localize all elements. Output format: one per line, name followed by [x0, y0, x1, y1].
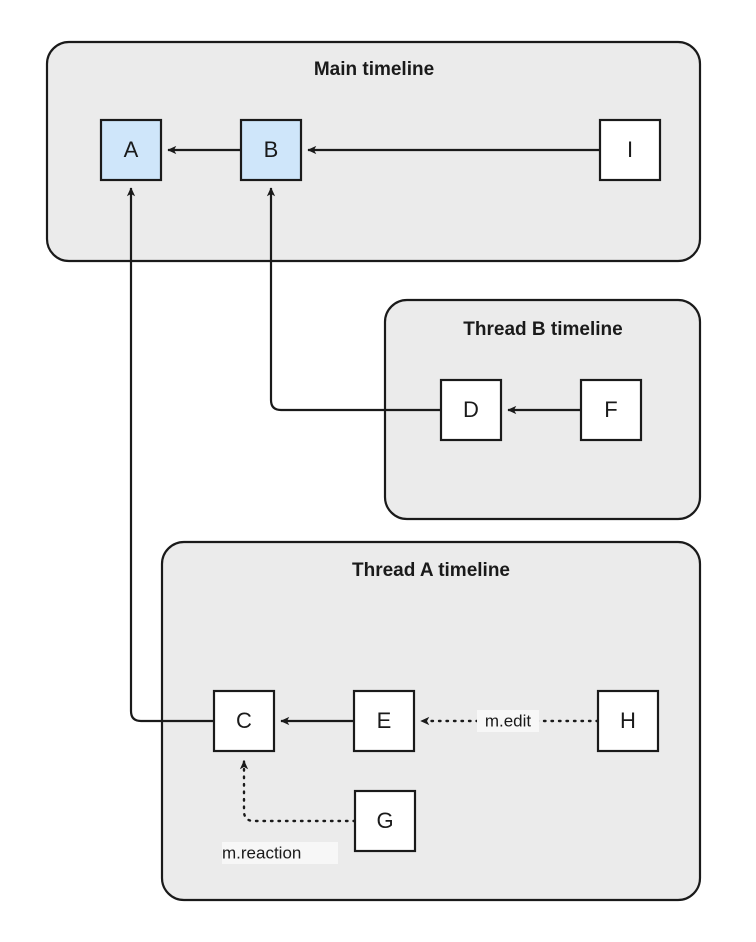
edge-label-text: m.edit — [485, 711, 532, 730]
event-node-h[interactable]: H — [596, 689, 660, 753]
event-node-b[interactable]: B — [239, 118, 303, 182]
event-node-label: F — [604, 397, 617, 422]
event-node-label: C — [236, 708, 252, 733]
event-node-label: G — [376, 808, 393, 833]
edge-label-background — [477, 710, 539, 732]
event-node-rect — [598, 118, 662, 182]
event-node-rect — [579, 378, 643, 442]
event-node-a[interactable]: A — [99, 118, 163, 182]
edge-c-to-a[interactable] — [126, 187, 214, 723]
event-node-rect — [352, 689, 416, 753]
event-node-g[interactable]: G — [353, 789, 417, 853]
event-node-rect — [239, 118, 303, 182]
event-node-f[interactable]: F — [579, 378, 643, 442]
timeline-group-title: Main timeline — [314, 59, 434, 80]
edge-label-background — [222, 842, 338, 864]
event-nodes: A B I D F C E H G — [99, 118, 662, 853]
event-node-rect — [212, 689, 276, 753]
edge-label-g-to-c: m.reaction — [222, 842, 338, 864]
timeline-group-rect — [45, 40, 702, 263]
event-node-label: B — [264, 137, 279, 162]
event-node-label: D — [463, 397, 479, 422]
event-node-rect — [353, 789, 417, 853]
edge-labels: m.edit m.reaction — [222, 710, 539, 864]
event-node-e[interactable]: E — [352, 689, 416, 753]
timeline-group-title: Thread A timeline — [352, 560, 510, 581]
event-node-rect — [439, 378, 503, 442]
timeline-group-main[interactable]: Main timeline — [45, 40, 702, 263]
event-node-c[interactable]: C — [212, 689, 276, 753]
edge-label-text: m.reaction — [222, 843, 301, 862]
event-node-label: A — [124, 137, 139, 162]
event-node-rect — [596, 689, 660, 753]
edge-label-h-to-e: m.edit — [477, 710, 539, 732]
event-edges — [126, 145, 600, 823]
event-node-rect — [99, 118, 163, 182]
event-node-label: H — [620, 708, 636, 733]
event-node-label: I — [627, 137, 633, 162]
event-node-i[interactable]: I — [598, 118, 662, 182]
event-node-label: E — [377, 708, 392, 733]
event-node-d[interactable]: D — [439, 378, 503, 442]
timeline-group-title: Thread B timeline — [463, 319, 622, 340]
edge-d-to-b[interactable] — [266, 187, 441, 412]
